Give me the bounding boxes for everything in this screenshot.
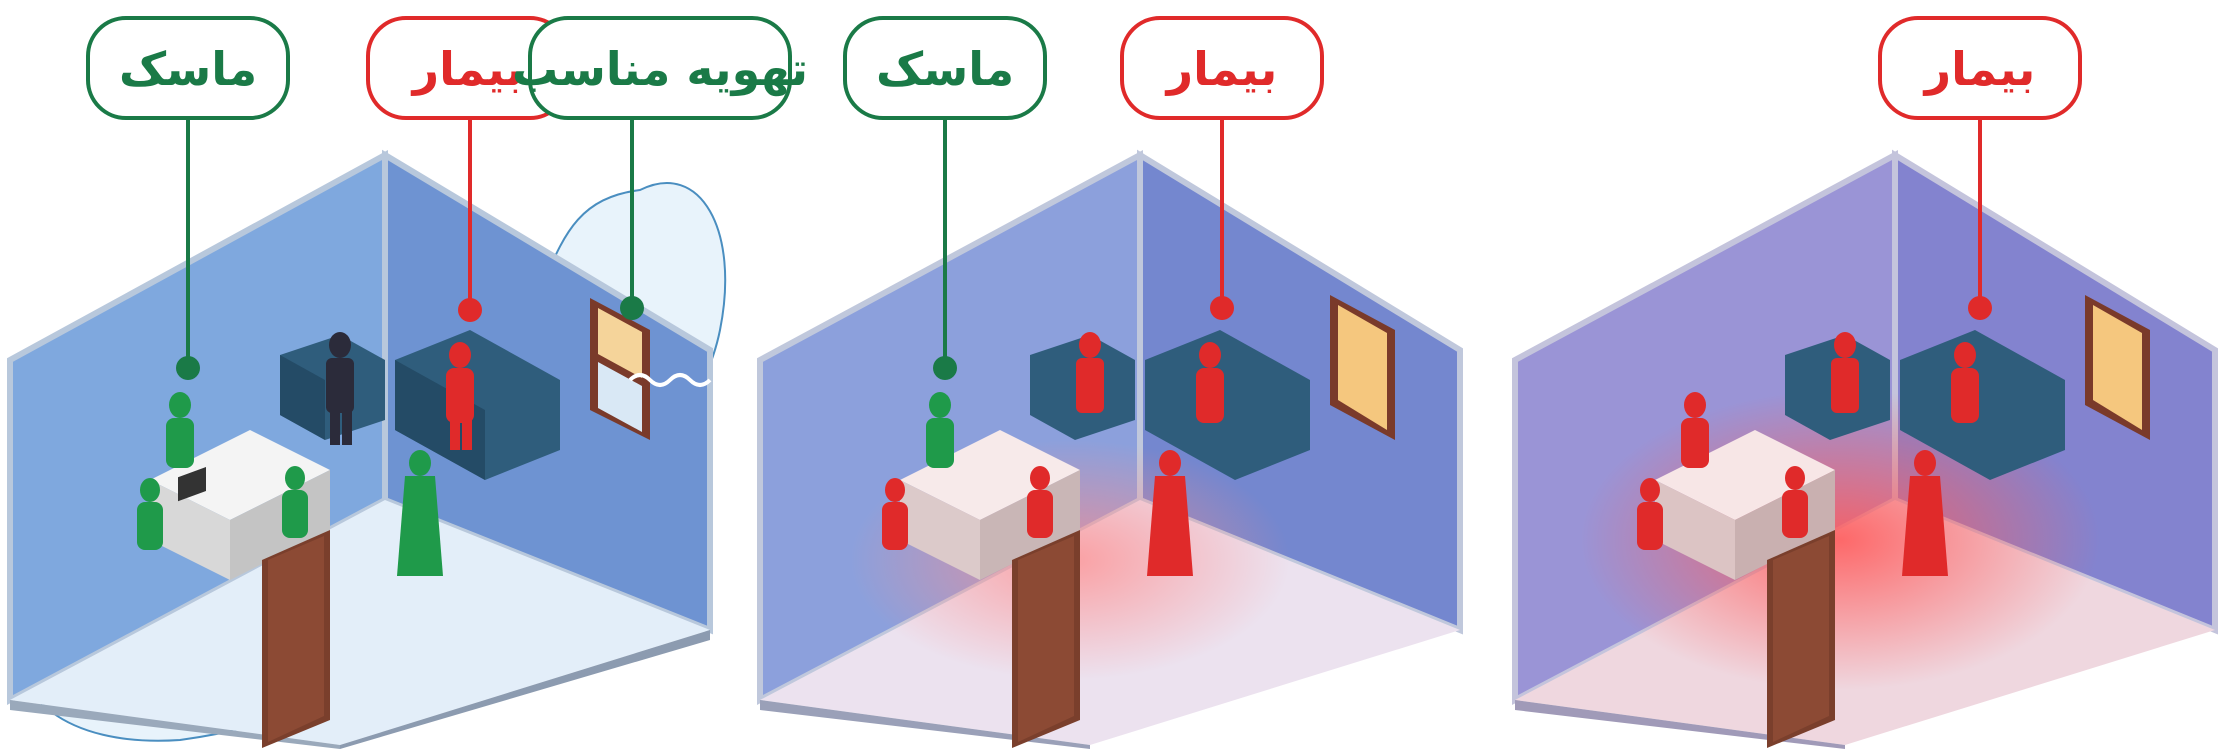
label-sick-2: بیمار [1122,18,1322,118]
label-sick-3: بیمار [1880,18,2080,118]
door [1012,530,1080,748]
label-ventilation-1: تهویه مناسب [512,18,808,118]
svg-text:بیمار: بیمار [1923,42,2036,96]
label-mask-1: ماسک [88,18,288,118]
svg-text:ماسک: ماسک [876,42,1014,96]
door [1767,530,1835,748]
room-3-unventilated-unmasked: بیمار [1515,18,2215,749]
label-mask-2: ماسک [845,18,1045,118]
room-1-ventilated: ماسک بیمار تهویه مناسب [10,18,808,749]
svg-text:بیمار: بیمار [411,42,524,96]
door [262,530,330,748]
svg-text:تهویه مناسب: تهویه مناسب [512,42,808,96]
room-2-unventilated-masked: ماسک بیمار [760,18,1460,749]
svg-text:ماسک: ماسک [119,42,257,96]
svg-text:بیمار: بیمار [1165,42,1278,96]
